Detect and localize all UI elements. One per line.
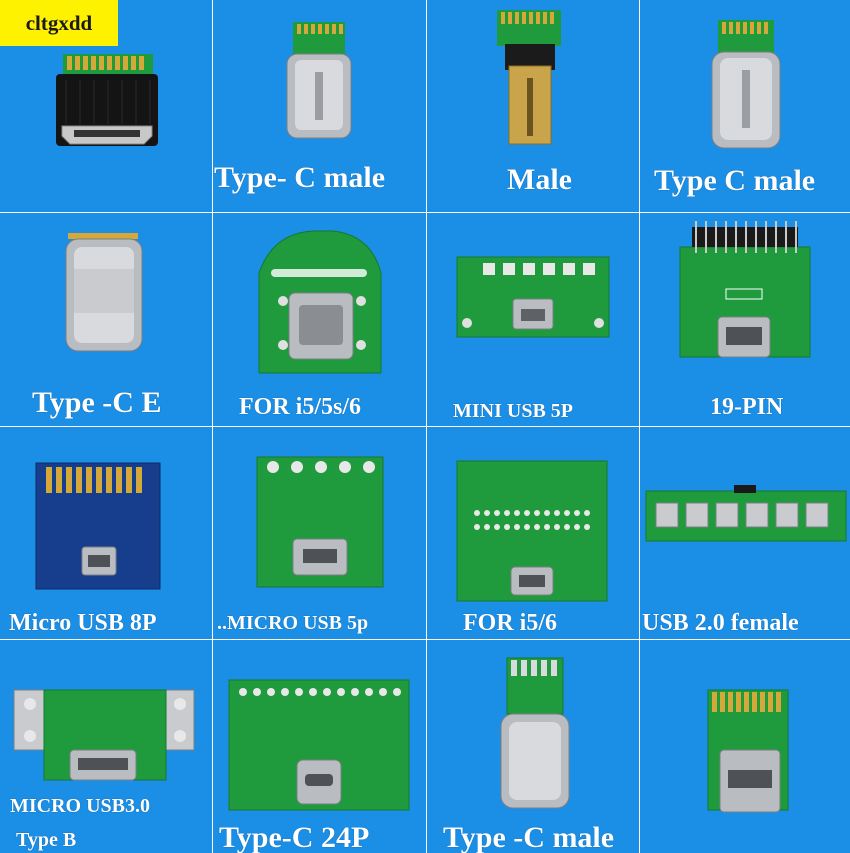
usb-c-male-connector-icon (711, 20, 781, 149)
product-tile-for-i5-6[interactable]: FOR i5/6 (427, 427, 639, 639)
lightning-24p-board-icon (456, 460, 608, 602)
product-tile-micro-usb-3-0[interactable]: MICRO USB3.0 Type B (0, 640, 212, 853)
product-tile-for-i5-5s-6[interactable]: FOR i5/5s/6 (213, 213, 426, 426)
product-label: FOR i5/5s/6 (239, 394, 362, 420)
usb-2-0-female-strip-icon (645, 485, 847, 542)
product-label: Male (507, 163, 572, 196)
product-tile-type-c-e[interactable]: Type -C E (0, 213, 212, 426)
product-label: Micro USB 8P (9, 610, 157, 636)
micro-usb-5p-board-icon (256, 456, 384, 588)
product-tile-usb-2-0-female[interactable]: USB 2.0 female (640, 427, 850, 639)
product-label: ..MICRO USB 5p (217, 612, 369, 634)
brand-logo: cltgxdd (0, 0, 118, 46)
product-label-secondary: Type B (16, 829, 77, 851)
lightning-breakout-board-icon (258, 230, 382, 374)
product-label: USB 2.0 female (642, 610, 799, 636)
product-tile-type-c-male-2[interactable]: Type C male (640, 0, 850, 212)
product-tile-hdmi-female-board[interactable] (640, 640, 850, 853)
product-tile-19-pin[interactable]: 19-PIN (640, 213, 850, 426)
product-label: Type C male (654, 164, 816, 197)
product-tile-type-c-male[interactable]: Type- C male (213, 0, 426, 212)
product-label: 19-PIN (710, 394, 784, 420)
hdmi-female-connector-icon (56, 54, 158, 146)
product-tile-type-c-male-board[interactable]: Type -C male (427, 640, 639, 853)
product-label: Type- C male (214, 161, 386, 194)
micro-usb-8p-board-icon (35, 462, 161, 590)
usb-c-connector-icon (65, 233, 143, 352)
product-label: FOR i5/6 (463, 610, 557, 636)
usb-c-male-board-icon (500, 657, 570, 809)
product-label: Type-C 24P (219, 821, 370, 853)
product-label: MINI USB 5P (453, 400, 574, 422)
product-tile-micro-usb-5p[interactable]: ..MICRO USB 5p (213, 427, 426, 639)
usb-c-24p-board-icon (228, 679, 410, 811)
product-tile-micro-usb-8p[interactable]: Micro USB 8P (0, 427, 212, 639)
hdmi-19pin-board-icon (679, 221, 811, 358)
product-label: Type -C male (443, 821, 615, 853)
product-tile-mini-usb-5p[interactable]: MINI USB 5P (427, 213, 639, 426)
product-tile-male[interactable]: Male (427, 0, 639, 212)
usb-c-male-connector-icon (286, 22, 352, 139)
hdmi-female-board-icon (707, 689, 789, 813)
micro-usb-3-0-board-icon (13, 689, 195, 781)
mini-usb-breakout-board-icon (456, 256, 610, 338)
product-label: MICRO USB3.0 (10, 795, 151, 817)
product-tile-type-c-24p[interactable]: Type-C 24P (213, 640, 426, 853)
product-label: Type -C E (32, 386, 162, 419)
mini-hdmi-male-connector-icon (497, 10, 561, 145)
